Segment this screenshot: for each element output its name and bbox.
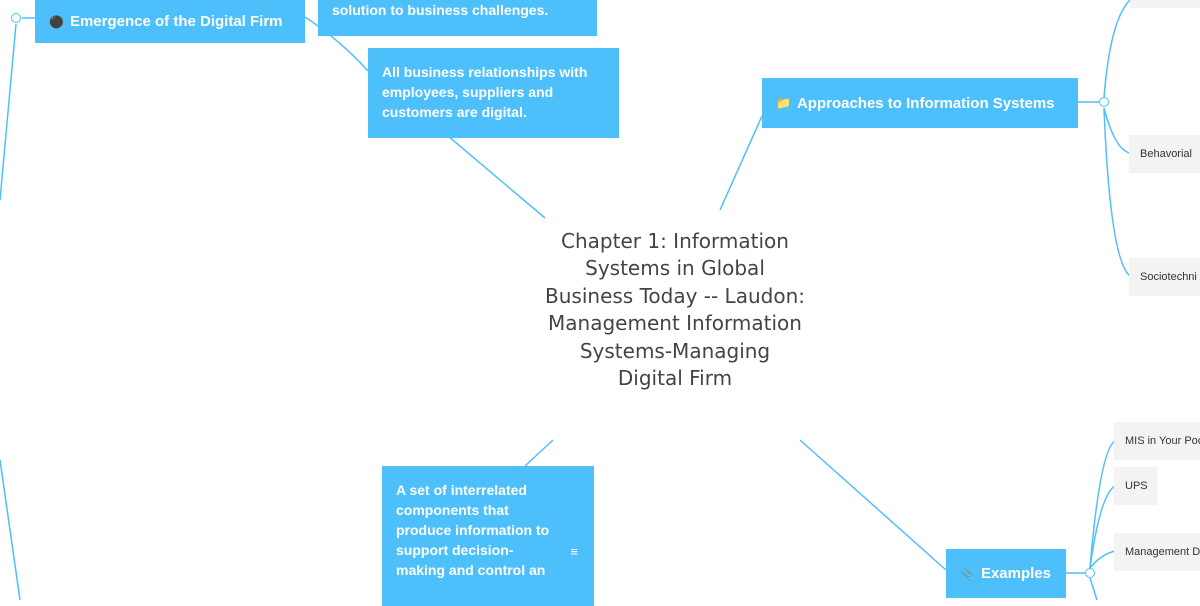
leaf-behavorial[interactable]: Behavorial (1129, 135, 1200, 173)
connector-examples-management (1089, 550, 1116, 569)
connector-emergence-digital (304, 16, 369, 72)
topic-approaches-to-information-systems[interactable]: 📁 Approaches to Information Systems (762, 78, 1078, 128)
connector-central-digital (447, 135, 546, 219)
leaf-ups[interactable]: UPS (1114, 467, 1157, 505)
topic-emergence-of-digital-firm[interactable]: ⚫ Emergence of the Digital Firm (35, 0, 305, 43)
connector-central-definition (524, 439, 554, 467)
topic-label: Approaches to Information Systems (796, 94, 1055, 112)
approaches-collapse-knob[interactable] (1099, 97, 1109, 107)
connector-examples-ups (1089, 485, 1116, 569)
leaf-management[interactable]: Management D (1114, 533, 1200, 571)
topic-label: Examples (980, 565, 1051, 582)
connector-approaches-top (1103, 0, 1131, 99)
examples-collapse-knob[interactable] (1085, 568, 1095, 578)
connector-left-spine-lower (0, 459, 21, 600)
leaf-top-cut[interactable] (1130, 0, 1200, 8)
connector-approaches-sociotechnical (1103, 107, 1131, 277)
topic-label: Emergence of the Digital Firm (69, 13, 283, 30)
connector-central-approaches (719, 115, 763, 211)
connector-examples-down (1089, 577, 1098, 600)
leaf-sociotechnical[interactable]: Sociotechni (1129, 258, 1200, 296)
folder-icon: 📁 (776, 96, 791, 110)
black-circle-icon: ⚫ (49, 14, 64, 29)
note-information-system-definition[interactable]: A set of interrelated components that pr… (382, 466, 594, 606)
connector-examples-mis (1089, 440, 1116, 569)
connector-left-spine (0, 23, 17, 201)
connector-central-examples (799, 439, 947, 571)
note-digital-relationships[interactable]: All business relationships with employee… (368, 48, 619, 138)
topic-examples[interactable]: 📎 Examples (946, 549, 1066, 598)
note-details-icon[interactable]: ≡ (570, 544, 578, 559)
leaf-mis-in-your-pocket[interactable]: MIS in Your Poc (1114, 422, 1200, 460)
emergence-collapse-knob[interactable] (11, 13, 21, 23)
note-solution-to-business-challenges[interactable]: solution to business challenges. (318, 0, 597, 36)
central-topic[interactable]: Chapter 1: Information Systems in Global… (545, 229, 805, 391)
paperclip-icon: 📎 (960, 566, 975, 581)
connector-approaches-behavorial (1103, 107, 1131, 154)
